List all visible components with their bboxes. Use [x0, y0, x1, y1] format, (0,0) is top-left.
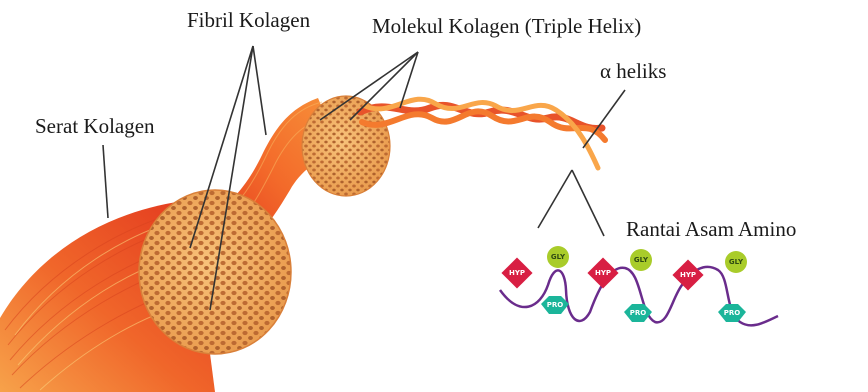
pro-residue: PRO — [718, 304, 746, 322]
hyp-residue: HYP — [501, 257, 532, 288]
fiber-cross-section — [139, 190, 291, 354]
svg-text:GLY: GLY — [634, 256, 649, 264]
gly-residue: GLY — [630, 249, 652, 271]
label-rantai-asam-amino: Rantai Asam Amino — [626, 219, 796, 240]
gly-residue: GLY — [547, 246, 569, 268]
label-fibril-kolagen: Fibril Kolagen — [187, 10, 310, 31]
svg-text:HYP: HYP — [509, 269, 525, 277]
label-molekul-kolagen: Molekul Kolagen (Triple Helix) — [372, 16, 641, 37]
label-serat-kolagen: Serat Kolagen — [35, 116, 155, 137]
hyp-residue: HYP — [587, 257, 618, 288]
svg-text:PRO: PRO — [630, 309, 647, 317]
svg-text:HYP: HYP — [680, 271, 696, 279]
label-alpha-heliks: α heliks — [600, 61, 666, 82]
svg-text:GLY: GLY — [551, 253, 566, 261]
amino-acid-chain: HYP GLY PRO HYP GLY PRO — [500, 246, 778, 325]
triple-helix — [360, 99, 605, 168]
gly-residue: GLY — [725, 251, 747, 273]
pro-residue: PRO — [624, 304, 652, 322]
pro-residue: PRO — [541, 296, 569, 314]
svg-text:PRO: PRO — [547, 301, 564, 309]
svg-text:HYP: HYP — [595, 269, 611, 277]
hyp-residue: HYP — [672, 259, 703, 290]
svg-text:PRO: PRO — [724, 309, 741, 317]
svg-text:GLY: GLY — [729, 258, 744, 266]
